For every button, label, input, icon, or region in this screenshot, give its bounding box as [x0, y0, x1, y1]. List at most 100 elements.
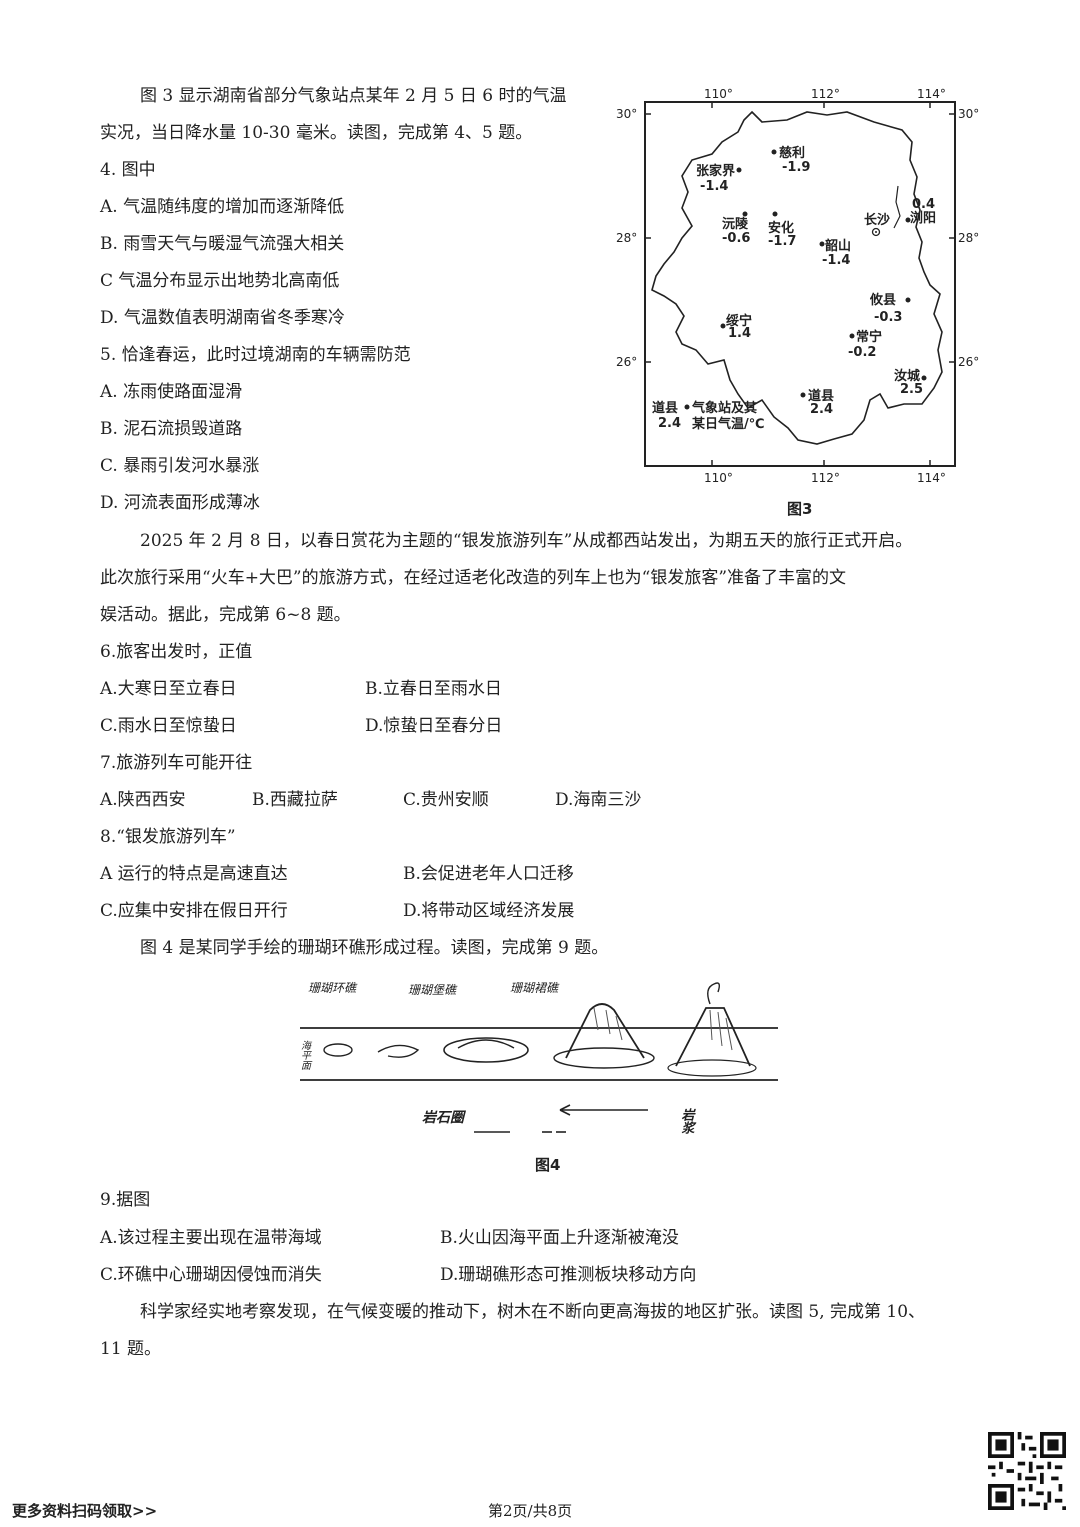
station-daoxian: 道县 2.4 [800, 388, 834, 417]
qr-code-image[interactable] [988, 1432, 1066, 1510]
station-name-changning: 常宁 [856, 329, 882, 345]
legend-text-1: 气象站及其 [692, 400, 757, 416]
station-name-youxian: 攸县 [869, 292, 896, 308]
station-dot [772, 211, 778, 217]
station-temp-cili: -1.9 [782, 160, 810, 175]
figure-3-map: 110° 112° 114° 110° 112° 114° 30° 28° 26… [616, 87, 979, 485]
figure-4-caption: 图4 [535, 1156, 561, 1174]
label-fringing-reef: 珊瑚裙礁 [510, 981, 560, 995]
question-9-option-d: D.珊瑚礁形态可推测板块移动方向 [440, 1265, 697, 1285]
lon-label-top-110: 110° [704, 87, 733, 101]
question-7-option-a: A.陕西西安 [100, 790, 186, 810]
station-changsha: 长沙 [864, 212, 890, 237]
station-dot [800, 392, 806, 398]
station-name-daoxian: 道县 [808, 388, 834, 404]
station-zhangjiajie: 张家界 -1.4 [696, 163, 742, 194]
lat-label-right-28: 28° [958, 231, 979, 245]
station-dot [736, 167, 742, 173]
question-4-stem: 4. 图中 [100, 160, 156, 180]
volcano-2-hatching [709, 1009, 733, 1051]
question-4-option-b: B. 雨雪天气与暖湿气流强大相关 [100, 234, 345, 254]
station-rucheng: 汝城 2.5 [894, 368, 927, 397]
direction-arrow-head [559, 1104, 571, 1116]
legend-station-name: 道县 [652, 400, 678, 416]
barrier-island-top [457, 1039, 515, 1049]
station-temp-liuyang: 0.4 [912, 197, 935, 212]
question-8-option-c: C.应集中安排在假日开行 [100, 901, 288, 921]
station-dot [742, 211, 748, 217]
station-temp-youxian: -0.3 [874, 310, 902, 325]
station-dot [819, 241, 825, 247]
question-4-option-a: A. 气温随纬度的增加而逐渐降低 [100, 197, 345, 217]
lat-label-left-28: 28° [616, 231, 637, 245]
volcano-2-base [667, 1059, 757, 1077]
question-7-stem: 7.旅游列车可能开往 [100, 753, 253, 773]
station-shaoshan: 韶山 -1.4 [819, 238, 851, 268]
station-youxian: 攸县 -0.3 [869, 292, 911, 325]
label-barrier-reef: 珊瑚堡礁 [408, 983, 458, 997]
question-7-option-b: B.西藏拉萨 [252, 790, 338, 810]
lat-label-right-26: 26° [958, 355, 979, 369]
page-number: 第2页/共8页 [488, 1502, 573, 1520]
intro-68-line-1: 2025 年 2 月 8 日，以春日赏花为主题的“银发旅游列车”从成都西站发出，… [140, 531, 913, 551]
station-temp-changning: -0.2 [848, 345, 876, 360]
footer-promo-link[interactable]: 更多资料扫码领取>> [12, 1502, 158, 1520]
station-liuyang: 0.4 浏阳 [905, 197, 936, 226]
lon-label-top-114: 114° [917, 87, 946, 101]
station-dot [905, 217, 911, 223]
volcano-1-hatching [593, 1007, 623, 1041]
question-6-option-c: C.雨水日至惊蛰日 [100, 716, 237, 736]
question-5-option-c: C. 暴雨引发河水暴涨 [100, 456, 260, 476]
hunan-province-outline [651, 110, 943, 445]
map-legend: 道县 2.4 气象站及其 某日气温/℃ [652, 400, 765, 432]
station-dot [771, 149, 777, 155]
question-6-stem: 6.旅客出发时，正值 [100, 642, 253, 662]
station-dot [849, 333, 855, 339]
intro-fig4: 图 4 是某同学手绘的珊瑚环礁形成过程。读图，完成第 9 题。 [140, 938, 609, 958]
intro-line-1: 图 3 显示湖南省部分气象站点某年 2 月 5 日 6 时的气温 [140, 86, 567, 106]
intro-1011-line-2: 11 题。 [100, 1339, 162, 1359]
lat-label-left-26: 26° [616, 355, 637, 369]
lon-label-bottom-112: 112° [811, 471, 840, 485]
magma-label: 岩浆 [679, 1107, 695, 1134]
question-9-option-b: B.火山因海平面上升逐渐被淹没 [440, 1228, 679, 1248]
lat-label-left-30: 30° [616, 107, 637, 121]
volcano-2 [675, 1007, 751, 1067]
station-anhua: 安化 -1.7 [768, 211, 796, 249]
station-name-zhangjiajie: 张家界 [696, 163, 735, 179]
intro-1011-line-1: 科学家经实地考察发现，在气候变暖的推动下，树木在不断向更高海拔的地区扩张。读图 … [140, 1302, 926, 1322]
legend-text-2: 某日气温/℃ [691, 416, 765, 432]
lon-label-top-112: 112° [811, 87, 840, 101]
fringing-reef-ring [553, 1047, 655, 1069]
lithosphere-label: 岩石圈 [422, 1109, 467, 1126]
station-suining: 绥宁 1.4 [720, 313, 752, 341]
river-line [893, 185, 901, 229]
volcano-smoke [707, 982, 721, 1005]
question-5-option-a: A. 冻雨使路面湿滑 [100, 382, 243, 402]
question-7-option-c: C.贵州安顺 [403, 790, 489, 810]
station-name-rucheng: 汝城 [894, 368, 920, 384]
question-4-option-d: D. 气温数值表明湖南省冬季寒冷 [100, 308, 345, 328]
atoll-ring [323, 1043, 353, 1057]
station-temp-rucheng: 2.5 [900, 382, 923, 397]
station-dot [905, 297, 911, 303]
question-9-option-a: A.该过程主要出现在温带海域 [100, 1228, 322, 1248]
question-5-stem: 5. 恰逢春运，此时过境湖南的车辆需防范 [100, 345, 411, 365]
station-cili: 慈利 -1.9 [771, 145, 810, 175]
station-name-anhua: 安化 [768, 220, 794, 236]
sea-level-label: 海平面 [299, 1040, 311, 1070]
lat-label-right-30: 30° [958, 107, 979, 121]
legend-dot [684, 404, 690, 410]
question-8-option-a: A 运行的特点是高速直达 [100, 864, 288, 884]
map-frame [644, 101, 956, 467]
question-7-option-d: D.海南三沙 [555, 790, 642, 810]
station-temp-suining: 1.4 [728, 326, 751, 341]
figure-3-caption: 图3 [787, 500, 813, 518]
station-temp-daoxian: 2.4 [810, 402, 833, 417]
station-dot [720, 323, 726, 329]
station-temp-zhangjiajie: -1.4 [700, 179, 728, 194]
station-name-liuyang: 浏阳 [910, 210, 936, 226]
legend-station-value: 2.4 [658, 416, 681, 431]
lon-label-bottom-110: 110° [704, 471, 733, 485]
figure-4-sketch: 珊瑚环礁 珊瑚堡礁 珊瑚裙礁 海平面 岩石圈 岩浆 [299, 981, 778, 1134]
